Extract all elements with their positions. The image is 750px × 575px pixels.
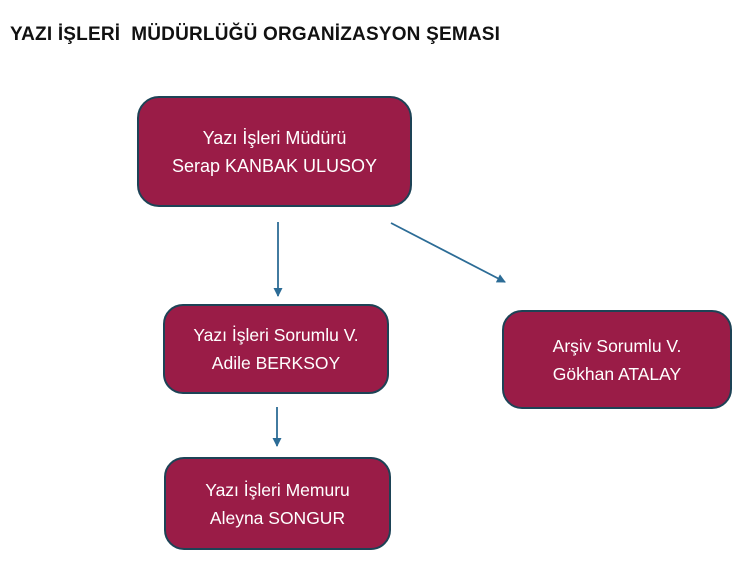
org-node-manager: Yazı İşleri Müdürü Serap KANBAK ULUSOY bbox=[137, 96, 412, 207]
org-node-clerk-officer: Yazı İşleri Memuru Aleyna SONGUR bbox=[164, 457, 391, 550]
org-node-clerk-officer-name: Aleyna SONGUR bbox=[209, 507, 346, 528]
org-node-archive-responsible-name: Gökhan ATALAY bbox=[552, 363, 682, 384]
org-node-manager-name: Serap KANBAK ULUSOY bbox=[171, 155, 378, 176]
edge-manager-to-archive-responsible bbox=[390, 222, 506, 283]
org-node-clerk-responsible-name: Adile BERKSOY bbox=[211, 353, 341, 373]
org-node-manager-role: Yazı İşleri Müdürü bbox=[202, 127, 347, 148]
org-node-archive-responsible-role: Arşiv Sorumlu V. bbox=[552, 335, 682, 356]
org-node-clerk-responsible: Yazı İşleri Sorumlu V. Adile BERKSOY bbox=[163, 304, 389, 394]
org-node-archive-responsible: Arşiv Sorumlu V. Gökhan ATALAY bbox=[502, 310, 732, 409]
page-title: YAZI İŞLERİ MÜDÜRLÜĞÜ ORGANİZASYON ŞEMAS… bbox=[10, 24, 501, 45]
org-node-clerk-responsible-role: Yazı İşleri Sorumlu V. bbox=[193, 325, 359, 345]
org-node-clerk-officer-role: Yazı İşleri Memuru bbox=[205, 479, 350, 500]
